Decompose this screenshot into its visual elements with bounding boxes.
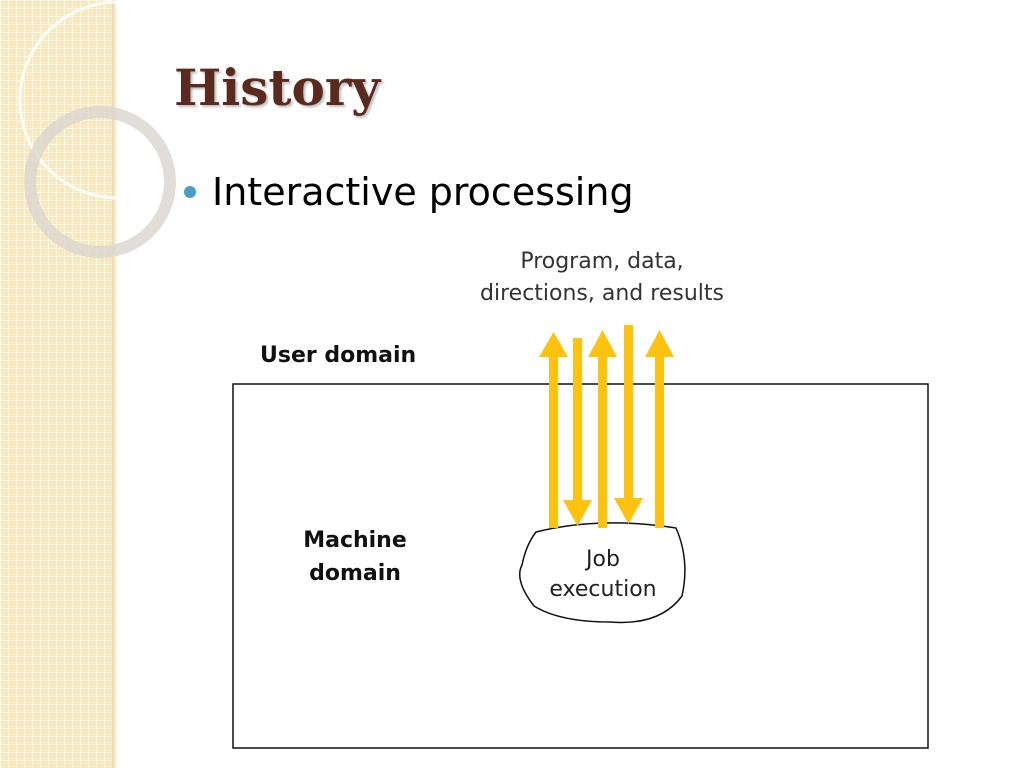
arrow-up-3-shaft — [655, 350, 664, 528]
bullet-item: Interactive processing — [184, 170, 634, 214]
slide-title: History — [174, 58, 381, 117]
machine-domain-label-line1: Machine — [303, 528, 407, 553]
bullet-dot-icon — [184, 186, 196, 198]
arrow-up-3-head — [645, 330, 674, 357]
io-label-line1: Program, data, — [520, 249, 683, 274]
arrow-down-2-head — [614, 498, 643, 524]
machine-domain-label-line2: domain — [309, 561, 401, 586]
decorative-circles — [18, 0, 200, 258]
strip-edge — [112, 0, 118, 768]
arrow-group — [539, 325, 674, 528]
arrow-up-2-shaft — [598, 350, 607, 528]
arrow-up-1-shaft — [549, 350, 558, 528]
io-label-line2: directions, and results — [480, 281, 724, 306]
arrow-up-2-head — [588, 330, 617, 357]
arrow-down-1-shaft — [573, 338, 582, 508]
job-execution-label-line1: Job — [584, 547, 620, 572]
arrow-up-1-head — [539, 332, 568, 357]
job-execution-shape — [519, 522, 686, 624]
job-execution-label-line2: execution — [549, 577, 656, 602]
decorative-circle-large — [18, 0, 200, 200]
decorative-circle-ring — [24, 106, 176, 258]
arrow-down-2-shaft — [624, 325, 633, 505]
user-domain-label: User domain — [260, 343, 416, 368]
arrow-down-1-head — [563, 500, 592, 526]
bullet-text: Interactive processing — [212, 170, 634, 214]
